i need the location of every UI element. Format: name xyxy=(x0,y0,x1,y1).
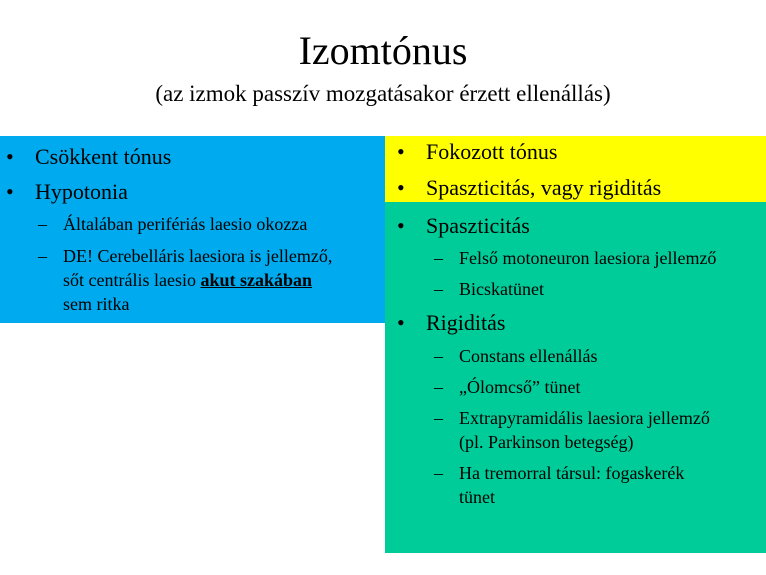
sub-item-text-line2: sőt centrális laesio akut szakában xyxy=(63,270,313,290)
dash-icon: – xyxy=(434,463,443,483)
spasticity-rigidity-panel: • Spaszticitás – Felső motoneuron laesio… xyxy=(385,202,766,553)
sub-item-text-line2: tünet xyxy=(459,487,495,507)
bullet-icon: • xyxy=(397,175,405,200)
sub-item-text: „Ólomcső” tünet xyxy=(459,377,581,397)
bullet-text: Csökkent tónus xyxy=(35,144,172,169)
sub-item-text: Constans ellenállás xyxy=(459,346,598,366)
dash-icon: – xyxy=(38,214,47,234)
slide-subtitle: (az izmok passzív mozgatásakor érzett el… xyxy=(155,81,611,106)
dash-icon: – xyxy=(434,248,443,268)
bullet-text: Fokozott tónus xyxy=(426,139,558,164)
dash-icon: – xyxy=(434,377,443,397)
sub-item-text: Általában perifériás laesio okozza xyxy=(63,214,308,234)
bullet-icon: • xyxy=(397,310,405,335)
sub-item-text: DE! Cerebelláris laesiora is jellemző, xyxy=(63,246,333,266)
dash-icon: – xyxy=(38,246,47,266)
sub-item-text-line3: sem ritka xyxy=(63,294,130,314)
dash-icon: – xyxy=(434,279,443,299)
sub-item-text: Bicskatünet xyxy=(459,279,544,299)
dash-icon: – xyxy=(434,346,443,366)
bullet-text: Spaszticitás xyxy=(426,213,530,238)
increased-tone-panel: • Fokozott tónus • Spaszticitás, vagy ri… xyxy=(385,136,766,202)
dash-icon: – xyxy=(434,408,443,428)
bullet-icon: • xyxy=(6,179,14,204)
bullet-icon: • xyxy=(397,139,405,164)
emphasis-text: akut szakában xyxy=(200,270,313,290)
decreased-tone-panel: • Csökkent tónus • Hypotonia – Általában… xyxy=(0,136,385,323)
slide-title: Izomtónus xyxy=(298,28,468,73)
bullet-icon: • xyxy=(397,213,405,238)
bullet-icon: • xyxy=(6,144,14,169)
sub-item-text: Extrapyramidális laesiora jellemző xyxy=(459,408,710,428)
sub-item-text: Felső motoneuron laesiora jellemző xyxy=(459,248,717,268)
sub-item-text: Ha tremorral társul: fogaskerék xyxy=(459,463,685,483)
bullet-text: Hypotonia xyxy=(35,179,128,204)
sub-item-text-line2: (pl. Parkinson betegség) xyxy=(459,432,634,452)
bullet-text: Spaszticitás, vagy rigiditás xyxy=(426,175,662,200)
bullet-text: Rigiditás xyxy=(426,310,506,335)
